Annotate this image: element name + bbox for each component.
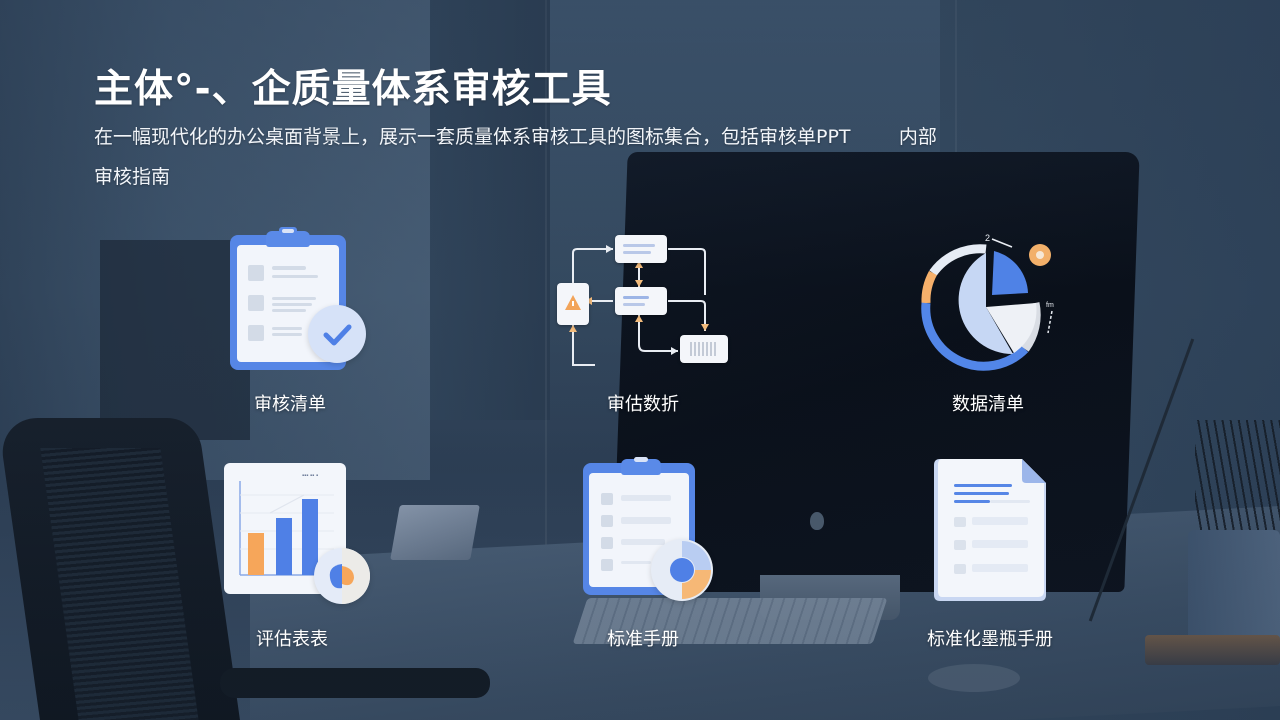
tile-label: 审核清单 xyxy=(254,394,326,415)
plant-pot-base xyxy=(1145,635,1280,665)
slide-title: 主体°-、企质量体系审核工具 xyxy=(94,67,612,112)
flow-node xyxy=(615,235,667,263)
tile-label: 标准化墨瓶手册 xyxy=(927,629,1053,650)
background-wall-panel xyxy=(430,0,550,420)
donut-badge-icon xyxy=(651,539,713,601)
pie-chart-icon: 2 fm xyxy=(888,225,1088,375)
flow-node xyxy=(615,287,667,315)
tile-standardization-manual[interactable]: 标准化墨瓶手册 xyxy=(890,455,1090,650)
plant-leaves xyxy=(1195,420,1280,535)
tile-audit-checklist[interactable]: 审核清单 xyxy=(190,225,390,415)
tile-label: 数据清单 xyxy=(952,394,1024,415)
svg-text:2: 2 xyxy=(985,233,990,243)
clipboard-donut-icon xyxy=(543,455,743,605)
tile-standard-manual[interactable]: 标准手册 xyxy=(543,455,743,650)
flowchart-icon xyxy=(543,225,743,375)
mouse xyxy=(928,664,1020,692)
tile-audit-flow[interactable]: 审估数折 xyxy=(543,225,743,415)
svg-text:fm: fm xyxy=(1046,302,1054,309)
tile-label: 评估表表 xyxy=(256,629,328,650)
tile-assessment-form[interactable]: ▪▪▪ ▪▪ ▪ 评估表表 xyxy=(192,460,392,650)
subtitle-line-1: 在一幅现代化的办公桌面背景上，展示一套质量体系审核工具的图标集合，包括审核单PP… xyxy=(94,126,937,148)
office-chair-arm xyxy=(220,668,490,698)
bar-chart-report-icon: ▪▪▪ ▪▪ ▪ xyxy=(192,460,392,610)
tile-label: 标准手册 xyxy=(607,629,679,650)
plant-pot xyxy=(1188,530,1280,645)
background-screen xyxy=(100,240,250,440)
tile-label: 审估数折 xyxy=(607,394,679,415)
check-badge-icon xyxy=(308,305,366,363)
warning-node xyxy=(557,283,589,325)
tile-data-list[interactable]: 2 fm 数据清单 xyxy=(888,225,1088,415)
document-icon xyxy=(890,455,1090,605)
subtitle-line-2: 审核指南 xyxy=(94,166,171,188)
slide-subtitle: 在一幅现代化的办公桌面背景上，展示一套质量体系审核工具的图标集合，包括审核单PP… xyxy=(94,117,1094,197)
background-divider xyxy=(545,0,547,560)
donut-badge-icon xyxy=(314,548,370,604)
apple-logo-icon xyxy=(810,512,824,530)
barcode-node xyxy=(680,335,728,363)
clipboard-check-icon xyxy=(190,225,390,375)
svg-text:▪▪▪ ▪▪ ▪: ▪▪▪ ▪▪ ▪ xyxy=(302,473,318,479)
